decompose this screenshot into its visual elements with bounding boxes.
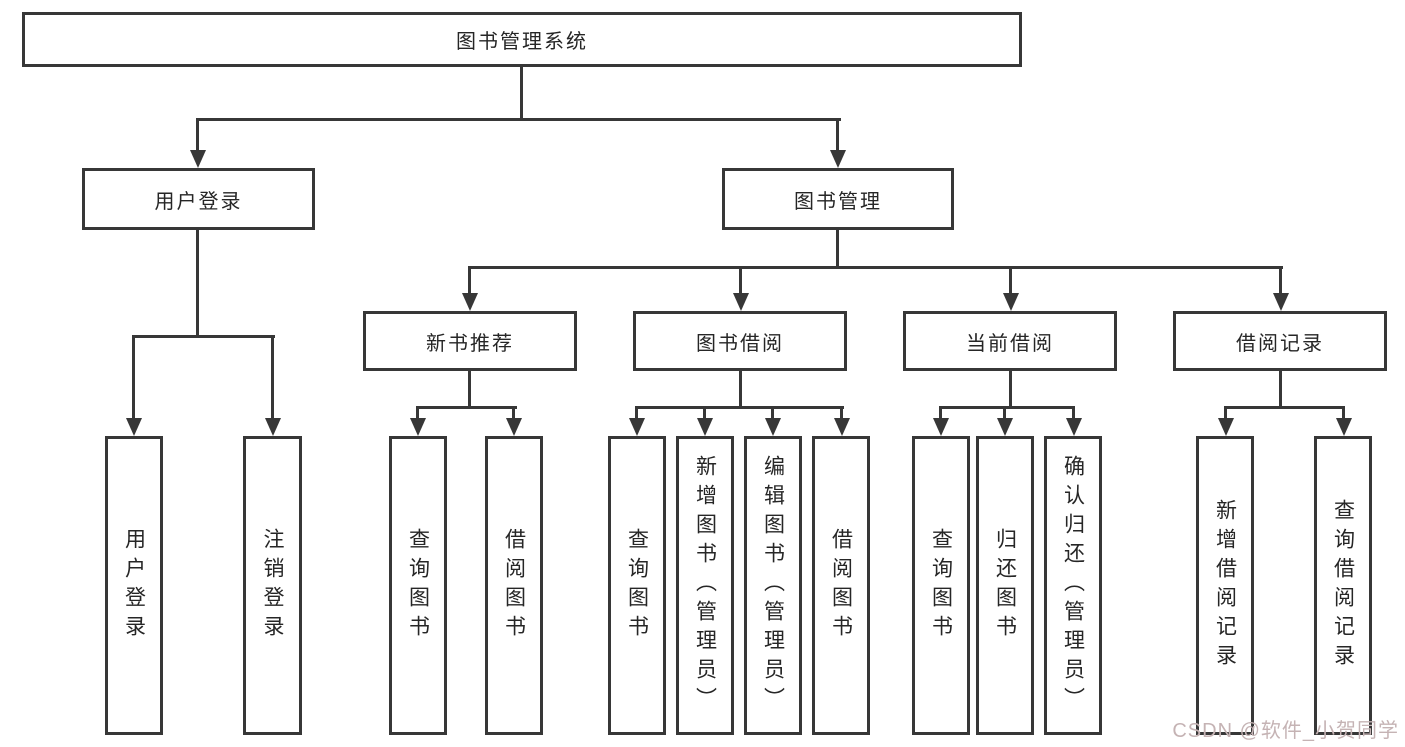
connector-line: [196, 118, 199, 150]
arrow-down-icon: [190, 150, 206, 168]
connector-line: [1009, 371, 1012, 408]
leaf-edit-book-admin: 编辑图书（管理员）: [744, 436, 802, 735]
connector-line: [1224, 406, 1345, 409]
connector-line: [1279, 266, 1282, 293]
arrow-down-icon: [933, 418, 949, 436]
leaf-user-login: 用户登录: [105, 436, 163, 735]
connector-line: [468, 371, 471, 408]
node-label: 新书推荐: [426, 332, 514, 355]
connector-line: [416, 406, 517, 409]
node-borrow-records: 借阅记录: [1173, 311, 1387, 371]
connector-line: [1072, 406, 1075, 418]
connector-line: [703, 406, 706, 418]
connector-line: [939, 406, 942, 418]
connector-line: [132, 335, 135, 418]
node-book-borrow: 图书借阅: [633, 311, 847, 371]
leaf-borrow-books: 借阅图书: [812, 436, 870, 735]
arrow-down-icon: [1066, 418, 1082, 436]
node-label: 图书借阅: [696, 332, 784, 355]
node-label: 用户登录: [154, 190, 243, 213]
arrow-down-icon: [629, 418, 645, 436]
node-label: 查询图书: [406, 527, 430, 644]
arrow-down-icon: [1273, 293, 1289, 311]
connector-line: [271, 335, 274, 418]
leaf-add-borrow-record: 新增借阅记录: [1196, 436, 1254, 735]
connector-line: [132, 335, 275, 338]
leaf-confirm-return-admin: 确认归还（管理员）: [1044, 436, 1102, 735]
connector-line: [196, 230, 199, 337]
node-label: 确认归还（管理员）: [1061, 455, 1085, 716]
connector-line: [939, 406, 1075, 409]
node-current-borrow: 当前借阅: [903, 311, 1117, 371]
arrow-down-icon: [1218, 418, 1234, 436]
arrow-down-icon: [733, 293, 749, 311]
node-label: 借阅图书: [502, 527, 526, 644]
node-label: 归还图书: [993, 527, 1017, 644]
connector-line: [635, 406, 638, 418]
connector-line: [1003, 406, 1006, 418]
arrow-down-icon: [410, 418, 426, 436]
connector-line: [836, 230, 839, 268]
arrow-down-icon: [997, 418, 1013, 436]
connector-line: [1224, 406, 1227, 418]
leaf-borrow-books-recommend: 借阅图书: [485, 436, 543, 735]
node-label: 注销登录: [261, 527, 284, 644]
node-label: 新增借阅记录: [1213, 498, 1237, 673]
connector-line: [468, 266, 1283, 269]
node-user-login: 用户登录: [82, 168, 315, 230]
node-label: 借阅图书: [829, 527, 853, 644]
arrow-down-icon: [830, 150, 846, 168]
connector-line: [1009, 266, 1012, 293]
node-book-management: 图书管理: [722, 168, 954, 230]
arrow-down-icon: [1336, 418, 1352, 436]
connector-line: [416, 406, 419, 418]
connector-line: [635, 406, 844, 409]
node-label: 用户登录: [122, 527, 146, 644]
connector-line: [520, 67, 523, 120]
connector-line: [771, 406, 774, 418]
node-label: 查询图书: [929, 527, 953, 644]
node-label: 图书管理系统: [456, 31, 588, 53]
connector-line: [468, 266, 471, 293]
leaf-return-book: 归还图书: [976, 436, 1034, 735]
arrow-down-icon: [265, 418, 281, 436]
csdn-watermark: CSDN @软件_小贺同学: [1172, 720, 1399, 742]
leaf-search-books-borrow: 查询图书: [608, 436, 666, 735]
connector-line: [739, 371, 742, 408]
leaf-search-books-recommend: 查询图书: [389, 436, 447, 735]
connector-line: [840, 406, 843, 418]
node-label: 查询图书: [625, 527, 649, 644]
leaf-search-borrow-record: 查询借阅记录: [1314, 436, 1372, 735]
arrow-down-icon: [765, 418, 781, 436]
arrow-down-icon: [1003, 293, 1019, 311]
connector-line: [512, 406, 515, 418]
connector-line: [1342, 406, 1345, 418]
leaf-add-book-admin: 新增图书（管理员）: [676, 436, 734, 735]
node-book-management-system: 图书管理系统: [22, 12, 1022, 67]
node-label: 图书管理: [794, 190, 882, 213]
leaf-logout: 注销登录: [243, 436, 302, 735]
node-label: 新增图书（管理员）: [693, 455, 717, 716]
node-new-book-recommend: 新书推荐: [363, 311, 577, 371]
node-label: 查询借阅记录: [1331, 498, 1355, 673]
connector-line: [196, 118, 841, 121]
arrow-down-icon: [462, 293, 478, 311]
node-label: 借阅记录: [1236, 332, 1324, 355]
node-label: 当前借阅: [966, 332, 1054, 355]
arrow-down-icon: [697, 418, 713, 436]
arrow-down-icon: [506, 418, 522, 436]
connector-line: [739, 266, 742, 293]
arrow-down-icon: [834, 418, 850, 436]
connector-line: [1279, 371, 1282, 408]
arrow-down-icon: [126, 418, 142, 436]
connector-line: [836, 118, 839, 150]
node-label: 编辑图书（管理员）: [761, 455, 785, 716]
leaf-search-books-current: 查询图书: [912, 436, 970, 735]
